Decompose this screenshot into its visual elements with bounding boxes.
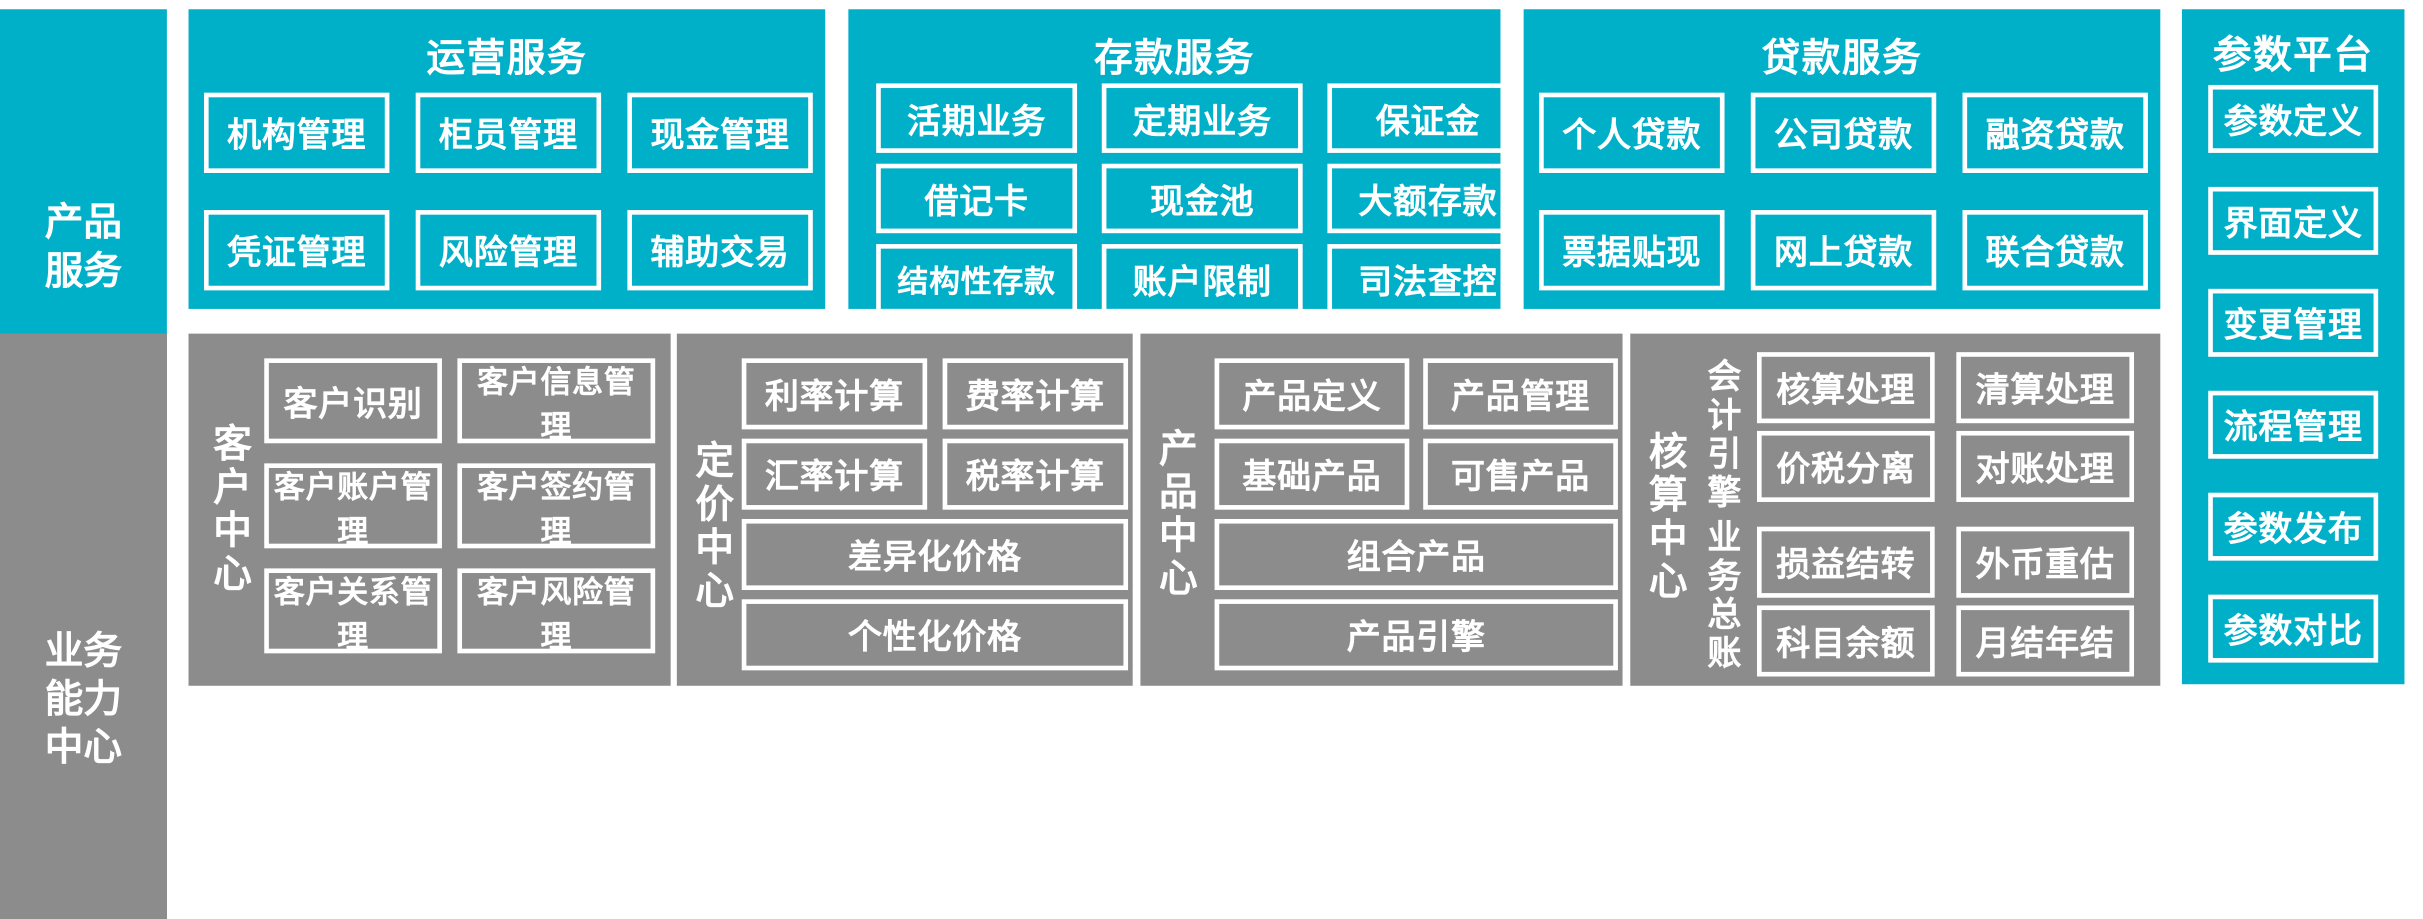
center-pricing: 定价中心 利率计算 费率计算 汇率计算 税率计算 差异化价格 个性化价格 — [676, 333, 1133, 686]
group-deposit-service: 存款服务 活期业务 定期业务 保证金 借记卡 现金池 大额存款 结构性存款 账户… — [848, 9, 1529, 314]
chip-voucher-management[interactable]: 凭证管理 — [203, 210, 390, 291]
chip-basic-product[interactable]: 基础产品 — [1214, 438, 1410, 510]
bc-side-label-line-2: 能力 — [44, 677, 123, 722]
chip-exchange-rate-calc[interactable]: 汇率计算 — [741, 438, 928, 510]
chip-personalized-price[interactable]: 个性化价格 — [741, 599, 1129, 671]
chip-structured-deposit[interactable]: 结构性存款 — [876, 244, 1078, 314]
business-capability-side-panel: 业务 能力 中心 — [0, 333, 167, 919]
chip-account-restriction[interactable]: 账户限制 — [1101, 244, 1303, 314]
chip-customer-contract-mgmt[interactable]: 客户签约管理 — [457, 463, 656, 549]
chip-differential-price[interactable]: 差异化价格 — [741, 518, 1129, 591]
center-pricing-label-text: 定价中心 — [689, 440, 734, 614]
chip-personal-loan[interactable]: 个人贷款 — [1539, 92, 1725, 173]
bc-side-label-line-3: 中心 — [44, 726, 123, 770]
center-customer-label: 客户中心 — [201, 371, 257, 649]
panel-parameter-platform: 参数平台 参数定义 界面定义 变更管理 流程管理 参数发布 参数对比 — [2181, 9, 2405, 685]
subgroup-accounting-engine-text: 会计引擎 — [1702, 358, 1742, 513]
center-pricing-label: 定价中心 — [686, 411, 735, 643]
bc-side-label-line-1: 业务 — [44, 629, 123, 673]
chip-demand-deposit[interactable]: 活期业务 — [876, 83, 1078, 153]
chip-composite-product[interactable]: 组合产品 — [1214, 518, 1618, 591]
group-operation-service-title: 运营服务 — [426, 37, 588, 81]
side-label-line-1: 产品 — [44, 201, 123, 245]
side-label-line-2: 服务 — [44, 249, 123, 293]
chip-price-tax-separation[interactable]: 价税分离 — [1756, 430, 1935, 502]
center-accounting: 核算中心 会计引擎 业务总账 核算处理 清算处理 价税分离 对账处理 损益结转 … — [1630, 333, 2161, 686]
chip-reconciliation[interactable]: 对账处理 — [1956, 430, 2135, 502]
chip-product-management[interactable]: 产品管理 — [1423, 358, 1618, 430]
chip-parameter-publish[interactable]: 参数发布 — [2208, 492, 2379, 561]
chip-profit-loss-carryover[interactable]: 损益结转 — [1756, 526, 1935, 598]
chip-tax-rate-calc[interactable]: 税率计算 — [942, 438, 1129, 510]
chip-cash-pool[interactable]: 现金池 — [1101, 163, 1303, 234]
center-product-label-text: 产品中心 — [1153, 427, 1197, 601]
center-product-label: 产品中心 — [1150, 383, 1199, 646]
subgroup-business-ledger-text: 业务总账 — [1702, 518, 1742, 674]
chip-accounting-processing[interactable]: 核算处理 — [1756, 352, 1935, 424]
chip-sellable-product[interactable]: 可售产品 — [1423, 438, 1618, 510]
chip-customer-relation-mgmt[interactable]: 客户关系管理 — [264, 568, 442, 654]
chip-corporate-loan[interactable]: 公司贷款 — [1750, 92, 1937, 173]
chip-interest-rate-calc[interactable]: 利率计算 — [741, 358, 928, 430]
chip-teller-management[interactable]: 柜员管理 — [415, 92, 602, 173]
chip-product-definition[interactable]: 产品定义 — [1214, 358, 1410, 430]
chip-process-management[interactable]: 流程管理 — [2208, 390, 2379, 459]
chip-customer-risk-mgmt[interactable]: 客户风险管理 — [457, 568, 656, 654]
subgroup-business-ledger-label: 业务总账 — [1698, 516, 1744, 677]
chip-risk-management[interactable]: 风险管理 — [415, 210, 602, 291]
center-accounting-label: 核算中心 — [1640, 389, 1689, 644]
chip-large-deposit[interactable]: 大额存款 — [1327, 163, 1529, 234]
parameter-platform-title: 参数平台 — [2212, 33, 2374, 78]
center-product: 产品中心 产品定义 产品管理 基础产品 可售产品 组合产品 产品引擎 — [1140, 333, 1623, 686]
chip-change-management[interactable]: 变更管理 — [2208, 288, 2379, 357]
chip-auxiliary-transaction[interactable]: 辅助交易 — [627, 210, 813, 291]
chip-cash-management[interactable]: 现金管理 — [627, 92, 813, 173]
chip-online-loan[interactable]: 网上贷款 — [1750, 210, 1937, 291]
chip-judicial-control[interactable]: 司法查控 — [1327, 244, 1529, 314]
chip-financing-loan[interactable]: 融资贷款 — [1962, 92, 2148, 173]
chip-clearing-processing[interactable]: 清算处理 — [1956, 352, 2135, 424]
chip-parameter-compare[interactable]: 参数对比 — [2208, 594, 2379, 663]
chip-debit-card[interactable]: 借记卡 — [876, 163, 1078, 234]
chip-time-deposit[interactable]: 定期业务 — [1101, 83, 1303, 153]
chip-customer-identification[interactable]: 客户识别 — [264, 358, 442, 444]
business-capability-side-label: 业务 能力 中心 — [0, 334, 167, 919]
group-deposit-service-title: 存款服务 — [1094, 37, 1255, 81]
center-accounting-label-text: 核算中心 — [1643, 430, 1687, 604]
chip-parameter-definition[interactable]: 参数定义 — [2208, 84, 2379, 153]
group-loan-service: 贷款服务 个人贷款 公司贷款 融资贷款 票据贴现 网上贷款 联合贷款 — [1523, 9, 2161, 309]
center-customer-label-text: 客户中心 — [207, 423, 252, 597]
chip-margin-deposit[interactable]: 保证金 — [1327, 83, 1529, 153]
center-customer: 客户中心 客户识别 客户信息管理 客户账户管理 客户签约管理 客户关系管理 客户… — [188, 333, 671, 686]
chip-customer-account-mgmt[interactable]: 客户账户管理 — [264, 463, 442, 549]
chip-product-engine[interactable]: 产品引擎 — [1214, 599, 1618, 671]
product-service-side-label: 产品 服务 — [0, 9, 167, 486]
chip-interface-definition[interactable]: 界面定义 — [2208, 186, 2379, 255]
chip-organization-management[interactable]: 机构管理 — [203, 92, 390, 173]
group-operation-service: 运营服务 机构管理 柜员管理 现金管理 凭证管理 风险管理 辅助交易 — [188, 9, 826, 309]
subgroup-accounting-engine-label: 会计引擎 — [1698, 355, 1744, 516]
chip-subject-balance[interactable]: 科目余额 — [1756, 605, 1935, 677]
chip-bill-discount[interactable]: 票据贴现 — [1539, 210, 1725, 291]
chip-foreign-revaluation[interactable]: 外币重估 — [1956, 526, 2135, 598]
chip-month-year-close[interactable]: 月结年结 — [1956, 605, 2135, 677]
group-loan-service-title: 贷款服务 — [1761, 37, 1923, 81]
chip-fee-rate-calc[interactable]: 费率计算 — [942, 358, 1129, 430]
chip-syndicated-loan[interactable]: 联合贷款 — [1962, 210, 2148, 291]
chip-customer-info-management[interactable]: 客户信息管理 — [457, 358, 656, 444]
